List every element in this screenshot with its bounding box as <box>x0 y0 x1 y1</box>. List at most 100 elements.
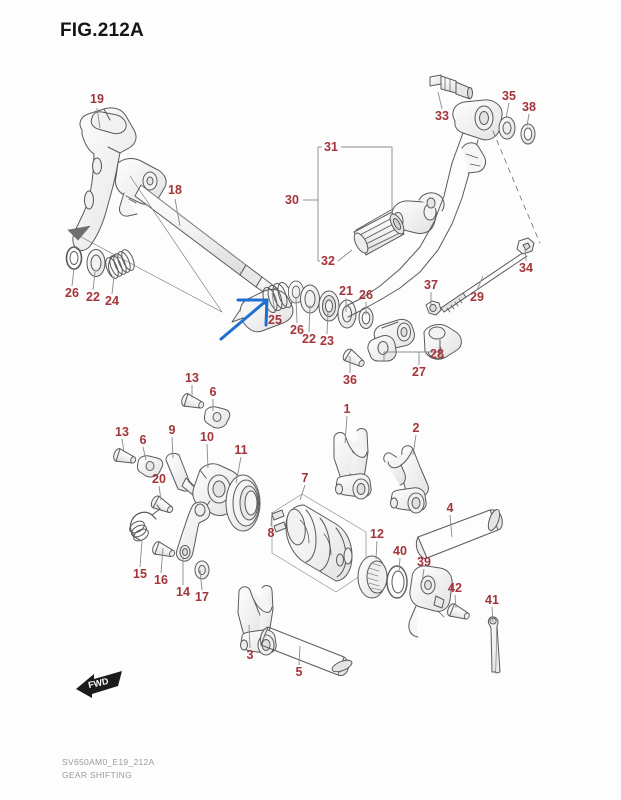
callout-36: 36 <box>343 372 357 387</box>
callout-28: 28 <box>430 346 444 361</box>
leader-line <box>71 267 75 287</box>
leader-line <box>524 247 527 262</box>
leader-line <box>271 292 276 314</box>
callout-29: 29 <box>470 289 484 304</box>
callout-9: 9 <box>168 422 176 437</box>
callout-26: 26 <box>65 285 79 300</box>
leader-line <box>174 198 181 227</box>
leader-line <box>142 446 147 461</box>
leader-line <box>92 271 96 291</box>
fwd-direction-badge: FWD <box>76 671 122 698</box>
callout-20: 20 <box>152 471 166 486</box>
part-30-gearshift-pedal <box>345 99 541 318</box>
callout-41: 41 <box>485 592 499 607</box>
part-12-needle-bearing <box>357 555 388 599</box>
leader-line <box>398 557 401 573</box>
part-38-circlip <box>520 123 536 145</box>
callout-25: 25 <box>268 312 282 327</box>
callout-30: 30 <box>285 192 299 207</box>
footer-name: GEAR SHIFTING <box>62 769 133 780</box>
part-41-cotter-pin <box>487 616 501 674</box>
part-28-joint-ball <box>423 324 462 360</box>
part-26-circlip-mid <box>358 307 374 329</box>
part-15-cam-spring <box>129 504 161 542</box>
leader-line <box>526 113 530 127</box>
callout-24: 24 <box>105 293 119 308</box>
leader-line <box>199 569 203 591</box>
leader-line <box>375 540 378 560</box>
callout-11: 11 <box>234 442 248 457</box>
leader-line <box>295 297 298 324</box>
part-19-shift-plate <box>114 158 167 217</box>
part-19-shift-lever <box>72 107 137 251</box>
leader-line <box>139 539 143 568</box>
part-7-shift-cam-drum <box>271 493 367 593</box>
callout-3: 3 <box>246 647 254 662</box>
part-40-seal-ring <box>386 565 408 599</box>
part-35-washer <box>498 116 516 140</box>
bracket-30 <box>303 146 393 262</box>
callout-15: 15 <box>133 566 147 581</box>
callout-35: 35 <box>502 88 516 103</box>
part-32-pedal-rubber <box>353 209 405 256</box>
part-11-bearing-ring <box>225 474 261 532</box>
fwd-label: FWD <box>87 676 110 690</box>
part-37-lock-nut <box>425 300 442 316</box>
part-33-pedal-bolt <box>429 74 473 100</box>
part-23-oil-seal <box>318 290 340 322</box>
leader-line <box>454 594 457 609</box>
callout-40: 40 <box>393 543 407 558</box>
callout-26: 26 <box>290 322 304 337</box>
part-17-washer <box>194 560 210 580</box>
part-14-stopper-arm <box>175 501 211 562</box>
callout-27: 27 <box>412 364 426 379</box>
callout-19: 19 <box>90 91 104 106</box>
callout-13: 13 <box>185 370 199 385</box>
part-27-shift-link <box>367 318 415 362</box>
leader-line <box>171 436 174 459</box>
callout-16: 16 <box>154 572 168 587</box>
part-22-washer-left <box>86 249 106 277</box>
part-4-fork-shaft <box>415 509 503 560</box>
footer-code: SV650AM0_E19_212A <box>62 757 155 767</box>
part-21-washer <box>337 299 357 329</box>
leader-line <box>344 415 348 444</box>
callout-17: 17 <box>195 589 209 604</box>
part-6-plate-upper <box>203 406 231 429</box>
part-39-cam-guide <box>408 565 453 638</box>
leader-line <box>412 434 417 456</box>
leader-line <box>270 511 273 527</box>
callout-21: 21 <box>339 283 353 298</box>
callout-22: 22 <box>302 331 316 346</box>
leader-line <box>235 456 242 484</box>
part-2-shift-fork-2 <box>383 445 429 514</box>
bracket-27 <box>383 347 442 365</box>
leader-line <box>299 484 306 501</box>
callout-31: 31 <box>324 139 338 154</box>
leader-line <box>308 304 311 333</box>
callout-5: 5 <box>295 664 303 679</box>
callout-23: 23 <box>320 333 334 348</box>
leader-line <box>326 311 329 335</box>
callout-6: 6 <box>209 384 217 399</box>
leader-line <box>491 606 494 623</box>
leader-line <box>96 107 101 129</box>
leader-line <box>505 102 510 119</box>
callout-13: 13 <box>115 424 129 439</box>
leader-line <box>449 514 453 538</box>
callout-39: 39 <box>417 554 431 569</box>
leader-line <box>298 645 301 666</box>
part-22-washer-mid <box>300 284 320 314</box>
callout-37: 37 <box>424 277 438 292</box>
callout-4: 4 <box>446 500 454 515</box>
callout-18: 18 <box>168 182 182 197</box>
leader-line <box>437 91 443 110</box>
part-1-shift-fork-1 <box>333 428 372 500</box>
leader-line <box>111 275 115 295</box>
callout-10: 10 <box>200 429 214 444</box>
callout-14: 14 <box>176 584 190 599</box>
leader-line <box>476 275 484 291</box>
